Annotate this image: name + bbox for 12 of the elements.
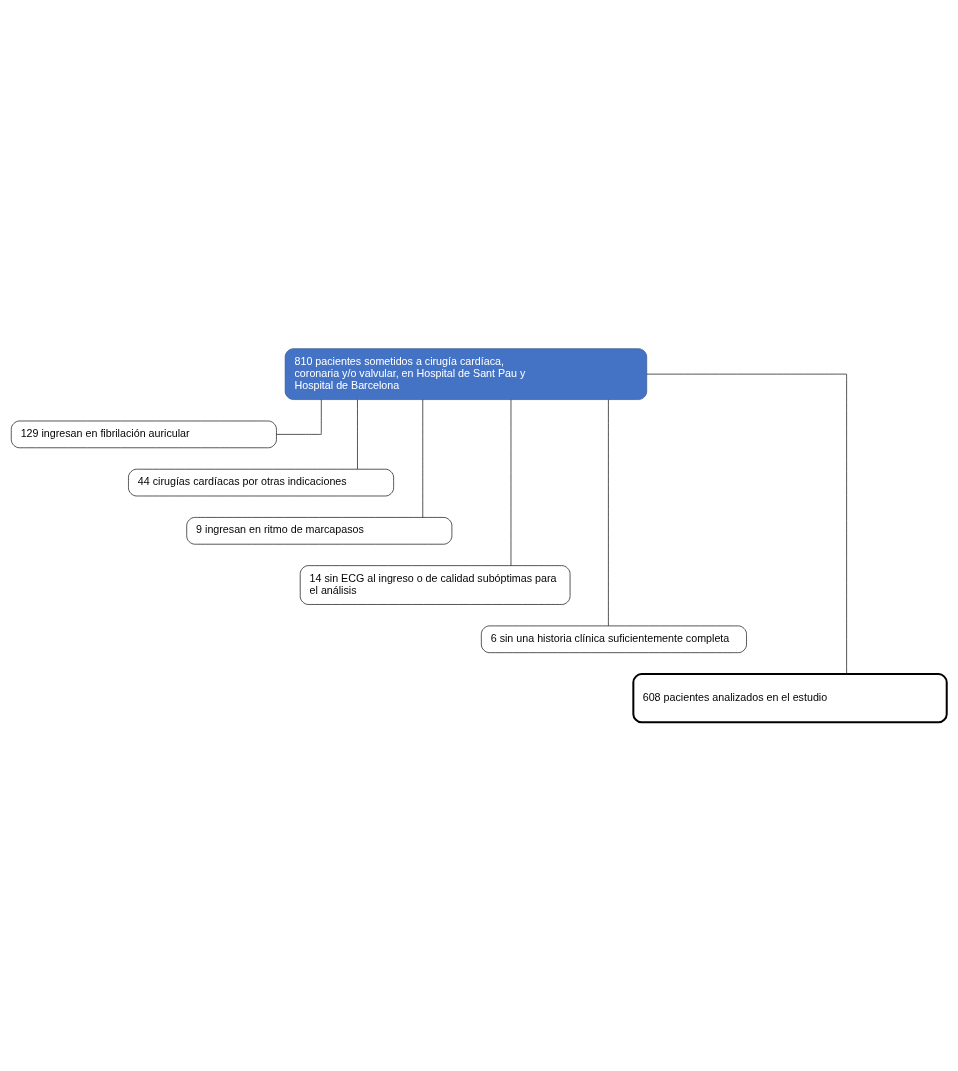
node-box: 44 cirugías cardíacas por otras indicaciones <box>128 468 394 497</box>
node-box: 9 ingresan en ritmo de marcapasos <box>186 517 453 545</box>
node-box: 810 pacientes sometidos a cirugía cardíaca, coronaria y/o valvular, en Hospital de Sant Pau y Hospital de Barcelona <box>284 348 648 400</box>
connector <box>276 399 322 435</box>
connector <box>422 399 424 518</box>
node-box: 129 ingresan en fibrilación auricular <box>10 420 277 449</box>
node-box: 14 sin ECG al ingreso o de calidad subóptimas para el análisis <box>299 565 571 605</box>
connector <box>357 399 358 470</box>
connector <box>510 399 512 566</box>
connector <box>646 373 847 675</box>
node-box: 6 sin una historia clínica suficientemente completa <box>481 625 747 653</box>
node-box: 608 pacientes analizados en el estudio <box>632 673 948 724</box>
